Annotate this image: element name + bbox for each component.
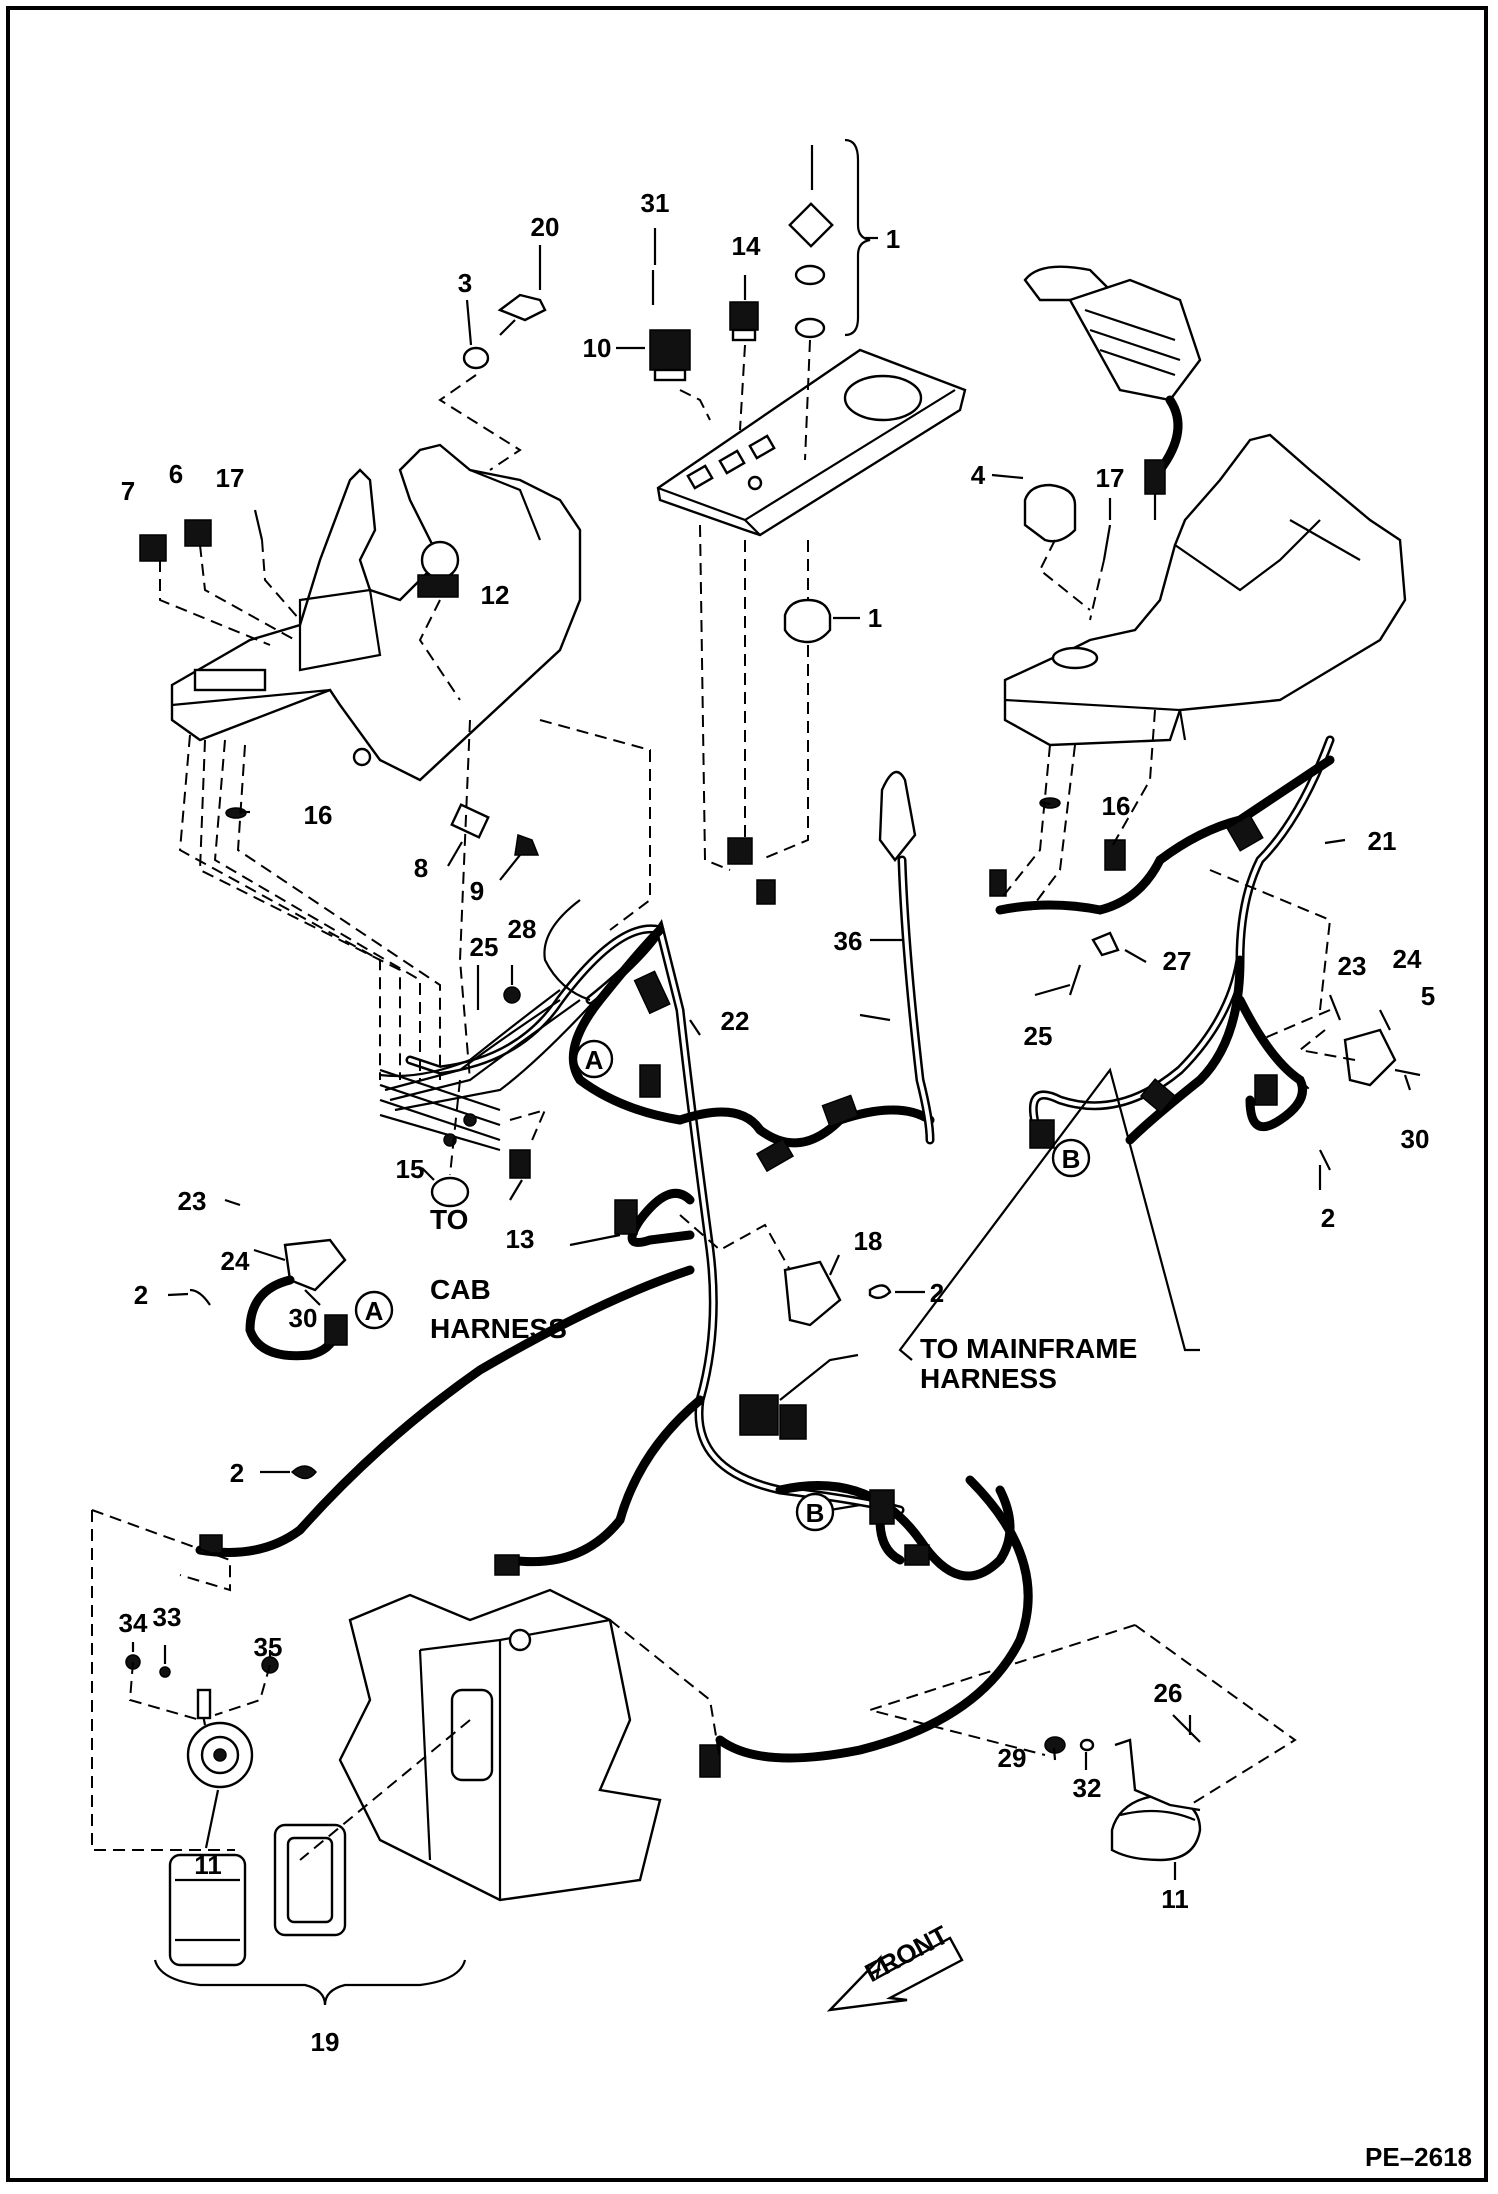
connector-b-right-label: B	[1062, 1144, 1081, 1174]
callout-2-left: 2	[134, 1280, 148, 1310]
callout-34: 34	[119, 1608, 148, 1638]
callout-35: 35	[254, 1632, 283, 1662]
callout-21: 21	[1368, 826, 1397, 856]
callout-11-left: 11	[194, 1850, 222, 1880]
note-to-cab-line3: HARNESS	[430, 1313, 567, 1344]
callout-9: 9	[470, 876, 484, 906]
callout-24-right: 24	[1393, 944, 1422, 974]
callout-2-center: 2	[930, 1278, 944, 1308]
callout-30-left: 30	[289, 1303, 318, 1333]
harness-notes: TO CAB HARNESS TO MAINFRAME HARNESS	[430, 1204, 1137, 1394]
callout-16-right: 16	[1102, 791, 1131, 821]
connector-a-upper-label: A	[585, 1045, 604, 1075]
callout-32: 32	[1073, 1773, 1102, 1803]
seat-bracket	[338, 1588, 662, 1902]
callout-numbers: 20 3 31 10 14 1 1 7 6 17 12 4 17 16 16 2…	[119, 188, 1436, 2057]
callout-7: 7	[121, 476, 135, 506]
callout-12: 12	[481, 580, 510, 610]
callout-1-grommet: 1	[868, 603, 882, 633]
callout-8: 8	[414, 853, 428, 883]
callout-23-left: 23	[178, 1186, 207, 1216]
joystick	[1023, 265, 1202, 520]
drawing-code: PE–2618	[1365, 2142, 1472, 2172]
callout-11-right: 11	[1161, 1884, 1189, 1914]
callout-5: 5	[1421, 981, 1435, 1011]
callout-18: 18	[854, 1226, 883, 1256]
left-console	[170, 443, 582, 782]
callout-28: 28	[508, 914, 537, 944]
small-parts	[125, 138, 1421, 1754]
callout-30-right: 30	[1401, 1124, 1430, 1154]
connector-a-upper: A	[574, 1039, 614, 1079]
callout-2-right: 2	[1321, 1203, 1335, 1233]
lever-36	[878, 770, 935, 1145]
callout-25-right: 25	[1024, 1021, 1053, 1051]
note-to-mainframe-line1: TO MAINFRAME	[920, 1333, 1137, 1364]
callout-2-lower: 2	[230, 1458, 244, 1488]
callout-10: 10	[583, 333, 612, 363]
callout-6: 6	[169, 459, 183, 489]
callout-3: 3	[458, 268, 472, 298]
center-panel	[656, 348, 967, 537]
callout-14: 14	[732, 231, 761, 261]
connector-a-lower-label: A	[365, 1296, 384, 1326]
callout-29: 29	[998, 1743, 1027, 1773]
callout-31: 31	[641, 188, 670, 218]
note-to-cab-line1: TO	[430, 1204, 468, 1235]
callout-4: 4	[971, 460, 986, 490]
callout-26: 26	[1154, 1678, 1183, 1708]
callout-19: 19	[311, 2027, 340, 2057]
callout-17-left: 17	[216, 463, 245, 493]
right-console	[1003, 433, 1407, 747]
drawing-frame	[6, 6, 1488, 2182]
callout-15: 15	[396, 1154, 425, 1184]
callout-20: 20	[531, 212, 560, 242]
callout-1-top: 1	[886, 224, 900, 254]
connector-a-lower: A	[354, 1290, 394, 1330]
callout-17-right: 17	[1096, 463, 1125, 493]
callout-24-left: 24	[221, 1246, 250, 1276]
light-19	[168, 1823, 347, 1967]
horn-right	[1110, 1738, 1202, 1862]
note-to-mainframe-line2: HARNESS	[920, 1363, 1057, 1394]
callout-33: 33	[153, 1602, 182, 1632]
horn-left	[186, 1688, 254, 1789]
callout-16-left: 16	[304, 800, 333, 830]
note-to-cab-line2: CAB	[430, 1274, 491, 1305]
connector-b-lower: B	[795, 1492, 835, 1532]
leader-lines	[131, 228, 1412, 2006]
dashed-leaders	[91, 339, 1356, 1861]
connector-b-lower-label: B	[806, 1498, 825, 1528]
callout-25-left: 25	[470, 932, 499, 962]
connector-callouts: A A B B	[354, 1039, 1091, 1532]
callout-22: 22	[721, 1006, 750, 1036]
main-harness	[195, 837, 1033, 1778]
harness-21	[989, 735, 1335, 1149]
callout-23-right: 23	[1338, 951, 1367, 981]
callout-13: 13	[506, 1224, 535, 1254]
connector-b-right: B	[1051, 1138, 1091, 1178]
callout-27: 27	[1163, 946, 1192, 976]
callout-36: 36	[834, 926, 863, 956]
front-arrow: FRONT	[826, 1919, 964, 2012]
